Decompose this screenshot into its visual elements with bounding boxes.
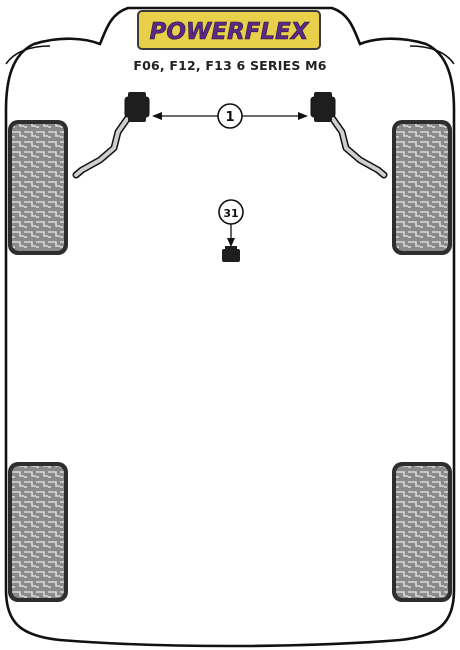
callout-31-label: 31 xyxy=(223,207,238,220)
front-left-arch xyxy=(5,45,51,65)
car-body-outline xyxy=(4,6,456,648)
tyre-rear-right xyxy=(392,462,452,602)
anti-roll-bar-right xyxy=(310,92,388,179)
powerflex-logo: POWERFLEX xyxy=(137,10,321,50)
bush-front-right xyxy=(310,92,336,122)
logo-text: POWERFLEX xyxy=(149,19,309,45)
tyre-front-right xyxy=(392,120,452,255)
bush-centre xyxy=(222,246,240,262)
tyre-front-left xyxy=(8,120,68,255)
callout-1-label: 1 xyxy=(225,110,234,125)
front-right-arch xyxy=(409,45,455,65)
callout-31[interactable]: 31 xyxy=(218,199,244,247)
model-subtitle: F06, F12, F13 6 SERIES M6 xyxy=(133,58,327,73)
callout-1[interactable]: 1 xyxy=(152,103,308,129)
anti-roll-bar-left xyxy=(72,92,150,179)
tyre-rear-left xyxy=(8,462,68,602)
bush-front-left xyxy=(124,92,150,122)
